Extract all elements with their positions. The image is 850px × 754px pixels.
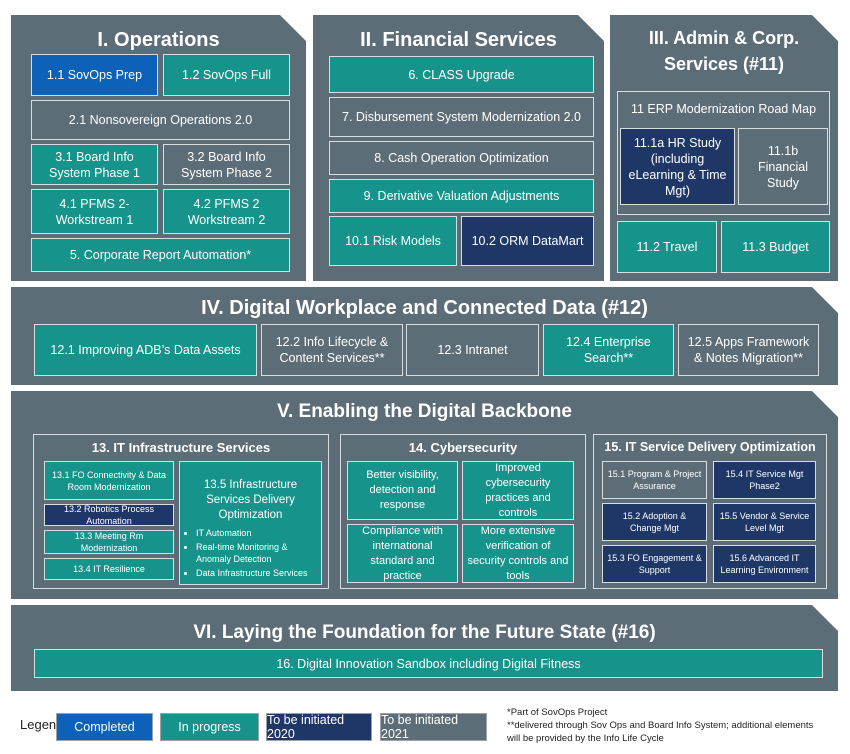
- bullet-monitoring: Real-time Monitoring & Anomaly Detection: [196, 541, 317, 565]
- financial-title: II. Financial Services: [360, 29, 557, 51]
- digital-panel: IV. Digital Workplace and Connected Data…: [11, 287, 838, 385]
- operations-title: I. Operations: [97, 29, 220, 51]
- item-13-5-title: 13.5 Infrastructure Services Delivery Op…: [203, 479, 298, 521]
- legend-2021: To be initiated 2021: [380, 713, 487, 741]
- item-15-6[interactable]: 15.6 Advanced IT Learning Environment: [713, 545, 816, 583]
- cyber-group: 14. Cybersecurity Better visibility, det…: [340, 434, 586, 589]
- footnotes: *Part of SovOps Project **delivered thro…: [507, 706, 827, 745]
- item-9[interactable]: 9. Derivative Valuation Adjustments: [329, 179, 594, 213]
- erp-roadmap-title: 11 ERP Modernization Road Map: [630, 102, 817, 116]
- item-12-2[interactable]: 12.2 Info Lifecycle & Content Services**: [261, 324, 403, 376]
- item-15-3[interactable]: 15.3 FO Engagement & Support: [602, 545, 707, 583]
- item-11-1b[interactable]: 11.1b Financial Study: [738, 128, 828, 205]
- legend-2020: To be initiated 2020: [266, 713, 372, 741]
- legend-in-progress: In progress: [160, 713, 259, 741]
- digital-title: IV. Digital Workplace and Connected Data…: [201, 297, 648, 319]
- itsdo-title: 15. IT Service Delivery Optimization: [604, 440, 816, 454]
- foundation-title: VI. Laying the Foundation for the Future…: [193, 622, 656, 643]
- legend-label: Legend:: [20, 717, 67, 732]
- item-15-4[interactable]: 15.4 IT Service Mgt Phase2: [713, 461, 816, 499]
- item-15-5[interactable]: 15.5 Vendor & Service Level Mgt: [713, 503, 816, 541]
- infra-title: 13. IT Infrastructure Services: [91, 440, 271, 455]
- item-12-1[interactable]: 12.1 Improving ADB’s Data Assets: [34, 324, 257, 376]
- item-11-1a[interactable]: 11.1a HR Study (including eLearning & Ti…: [620, 128, 735, 205]
- cyber-item-practices[interactable]: Improved cybersecurity practices and con…: [462, 461, 574, 520]
- financial-panel: II. Financial Services 6. CLASS Upgrade …: [313, 15, 604, 281]
- item-6[interactable]: 6. CLASS Upgrade: [329, 56, 594, 93]
- infra-group: 13. IT Infrastructure Services 13.1 FO C…: [33, 434, 329, 589]
- item-13-2[interactable]: 13.2 Robotics Process Automation: [44, 504, 174, 526]
- bullet-it-automation: IT Automation: [196, 527, 317, 539]
- cyber-item-visibility[interactable]: Better visibility, detection and respons…: [347, 461, 458, 520]
- itsdo-group: 15. IT Service Delivery Optimization 15.…: [593, 434, 827, 589]
- item-4-1[interactable]: 4.1 PFMS 2- Workstream 1: [31, 189, 158, 234]
- item-13-3[interactable]: 13.3 Meeting Rm Modernization: [44, 530, 174, 554]
- backbone-title: V. Enabling the Digital Backbone: [277, 401, 572, 422]
- legend-completed: Completed: [56, 713, 153, 741]
- item-3-1[interactable]: 3.1 Board Info System Phase 1: [31, 144, 158, 185]
- item-7[interactable]: 7. Disbursement System Modernization 2.0: [329, 97, 594, 137]
- item-13-5-bullets: IT Automation Real-time Monitoring & Ano…: [184, 527, 317, 579]
- admin-panel: III. Admin & Corp. Services (#11) 11 ERP…: [610, 15, 838, 281]
- item-11-2[interactable]: 11.2 Travel: [617, 221, 717, 273]
- item-1-2[interactable]: 1.2 SovOps Full: [163, 54, 290, 96]
- item-10-1[interactable]: 10.1 Risk Models: [329, 216, 457, 266]
- item-4-2[interactable]: 4.2 PFMS 2 Workstream 2: [163, 189, 290, 234]
- item-16[interactable]: 16. Digital Innovation Sandbox including…: [34, 649, 823, 678]
- item-15-2[interactable]: 15.2 Adoption & Change Mgt: [602, 503, 707, 541]
- backbone-panel: V. Enabling the Digital Backbone 13. IT …: [11, 391, 838, 599]
- item-13-4[interactable]: 13.4 IT Resilience: [44, 558, 174, 580]
- item-12-5[interactable]: 12.5 Apps Framework & Notes Migration**: [678, 324, 819, 376]
- admin-title: III. Admin & Corp. Services (#11): [648, 28, 800, 74]
- item-5[interactable]: 5. Corporate Report Automation*: [31, 238, 290, 272]
- operations-panel: I. Operations 1.1 SovOps Prep 1.2 SovOps…: [11, 15, 306, 281]
- item-12-3[interactable]: 12.3 Intranet: [406, 324, 539, 376]
- item-3-2[interactable]: 3.2 Board Info System Phase 2: [163, 144, 290, 185]
- item-11-3[interactable]: 11.3 Budget: [721, 221, 830, 273]
- cyber-item-compliance[interactable]: Compliance with international standard a…: [347, 524, 458, 583]
- item-1-1[interactable]: 1.1 SovOps Prep: [31, 54, 158, 96]
- cyber-item-verification[interactable]: More extensive verification of security …: [462, 524, 574, 583]
- footnote-2: **delivered through Sov Ops and Board In…: [507, 720, 814, 744]
- item-8[interactable]: 8. Cash Operation Optimization: [329, 141, 594, 175]
- foundation-panel: VI. Laying the Foundation for the Future…: [11, 605, 838, 691]
- erp-roadmap-group: 11 ERP Modernization Road Map 11.1a HR S…: [617, 91, 830, 215]
- item-2-1[interactable]: 2.1 Nonsovereign Operations 2.0: [31, 100, 290, 140]
- item-13-5[interactable]: 13.5 Infrastructure Services Delivery Op…: [179, 461, 322, 585]
- footnote-1: *Part of SovOps Project: [507, 707, 608, 718]
- item-15-1[interactable]: 15.1 Program & Project Assurance: [602, 461, 707, 499]
- item-12-4[interactable]: 12.4 Enterprise Search**: [543, 324, 674, 376]
- bullet-data-infrastructure: Data Infrastructure Services: [196, 567, 317, 579]
- item-10-2[interactable]: 10.2 ORM DataMart: [461, 216, 594, 266]
- cyber-title: 14. Cybersecurity: [408, 440, 518, 455]
- item-13-1[interactable]: 13.1 FO Connectivity & Data Room Moderni…: [44, 461, 174, 500]
